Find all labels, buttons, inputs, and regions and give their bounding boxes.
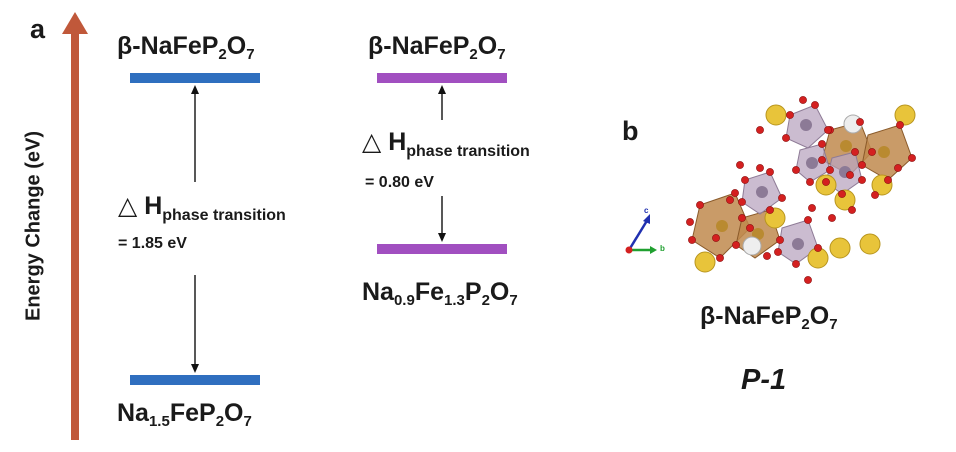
na-atom <box>694 251 716 273</box>
oxygen-atom <box>716 254 724 262</box>
oxygen-atom <box>804 216 812 224</box>
oxygen-atom <box>792 260 800 268</box>
oxygen-atom <box>811 101 819 109</box>
oxygen-atom <box>782 134 790 142</box>
oxygen-atom <box>696 201 704 209</box>
energy-axis-arrowhead <box>62 12 88 34</box>
right-enthalpy-arrow <box>438 85 446 242</box>
right-bottom-formula: Na0.9Fe1.3P2O7 <box>362 278 518 309</box>
axis-b-label: b <box>660 244 665 253</box>
oxygen-atom <box>738 198 746 206</box>
level-right-top <box>377 73 507 83</box>
axes-indicator <box>625 214 657 254</box>
panel-b-formula: β-NaFeP2O7 <box>700 302 838 333</box>
crystal-structure <box>686 96 916 284</box>
oxygen-atom <box>732 241 740 249</box>
energy-axis-label: Energy Change (eV) <box>22 130 45 322</box>
right-enthalpy-label: △ Hphase transition <box>362 128 530 160</box>
oxygen-atom <box>846 171 854 179</box>
na-atom <box>765 104 787 126</box>
oxygen-atom <box>763 252 771 260</box>
vacancy-site <box>742 236 762 256</box>
oxygen-atom <box>756 164 764 172</box>
oxygen-atom <box>818 156 826 164</box>
oxygen-atom <box>774 248 782 256</box>
left-enthalpy-arrow <box>191 85 199 373</box>
oxygen-atom <box>766 206 774 214</box>
space-group: P-1 <box>741 364 787 396</box>
oxygen-atom <box>851 148 859 156</box>
na-atom <box>894 104 916 126</box>
oxygen-atom <box>806 178 814 186</box>
oxygen-atom <box>822 178 830 186</box>
oxygen-atom <box>868 148 876 156</box>
oxygen-atom <box>778 194 786 202</box>
energy-axis-shaft <box>71 30 79 440</box>
right-enthalpy-value: = 0.80 eV <box>365 174 434 191</box>
na-atom <box>859 233 881 255</box>
center-atom <box>878 146 890 158</box>
center-atom <box>800 119 812 131</box>
oxygen-atom <box>786 111 794 119</box>
level-left-bottom <box>130 375 260 385</box>
oxygen-atom <box>908 154 916 162</box>
axis-c-label: c <box>644 206 649 215</box>
center-atom <box>756 186 768 198</box>
oxygen-atom <box>871 191 879 199</box>
oxygen-atom <box>738 214 746 222</box>
oxygen-atom <box>799 96 807 104</box>
oxygen-atom <box>884 176 892 184</box>
oxygen-atom <box>894 164 902 172</box>
panel-a-label: a <box>30 14 46 44</box>
oxygen-atom <box>766 168 774 176</box>
oxygen-atom <box>776 236 784 244</box>
center-atom <box>792 238 804 250</box>
na-atom <box>829 237 851 259</box>
oxygen-atom <box>858 176 866 184</box>
oxygen-atom <box>858 161 866 169</box>
oxygen-atom <box>731 189 739 197</box>
oxygen-atom <box>848 206 856 214</box>
left-bottom-formula: Na1.5FeP2O7 <box>117 399 252 430</box>
center-atom <box>840 140 852 152</box>
oxygen-atom <box>712 234 720 242</box>
oxygen-atom <box>792 166 800 174</box>
oxygen-atom <box>814 244 822 252</box>
left-enthalpy-label: △ Hphase transition <box>118 192 286 224</box>
oxygen-atom <box>818 140 826 148</box>
oxygen-atom <box>896 121 904 129</box>
level-right-bottom <box>377 244 507 254</box>
right-top-formula: β-NaFeP2O7 <box>368 32 506 63</box>
oxygen-atom <box>828 214 836 222</box>
center-atom <box>806 157 818 169</box>
oxygen-atom <box>726 196 734 204</box>
oxygen-atom <box>756 126 764 134</box>
left-enthalpy-value: = 1.85 eV <box>118 235 187 252</box>
oxygen-atom <box>808 204 816 212</box>
oxygen-atom <box>741 176 749 184</box>
center-atom <box>716 220 728 232</box>
oxygen-atom <box>688 236 696 244</box>
left-top-formula: β-NaFeP2O7 <box>117 32 255 63</box>
oxygen-atom <box>826 166 834 174</box>
oxygen-atom <box>856 118 864 126</box>
oxygen-atom <box>686 218 694 226</box>
oxygen-atom <box>824 126 832 134</box>
oxygen-atom <box>804 276 812 284</box>
oxygen-atom <box>746 224 754 232</box>
level-left-top <box>130 73 260 83</box>
panel-b-label: b <box>622 116 639 146</box>
oxygen-atom <box>736 161 744 169</box>
oxygen-atom <box>838 190 846 198</box>
